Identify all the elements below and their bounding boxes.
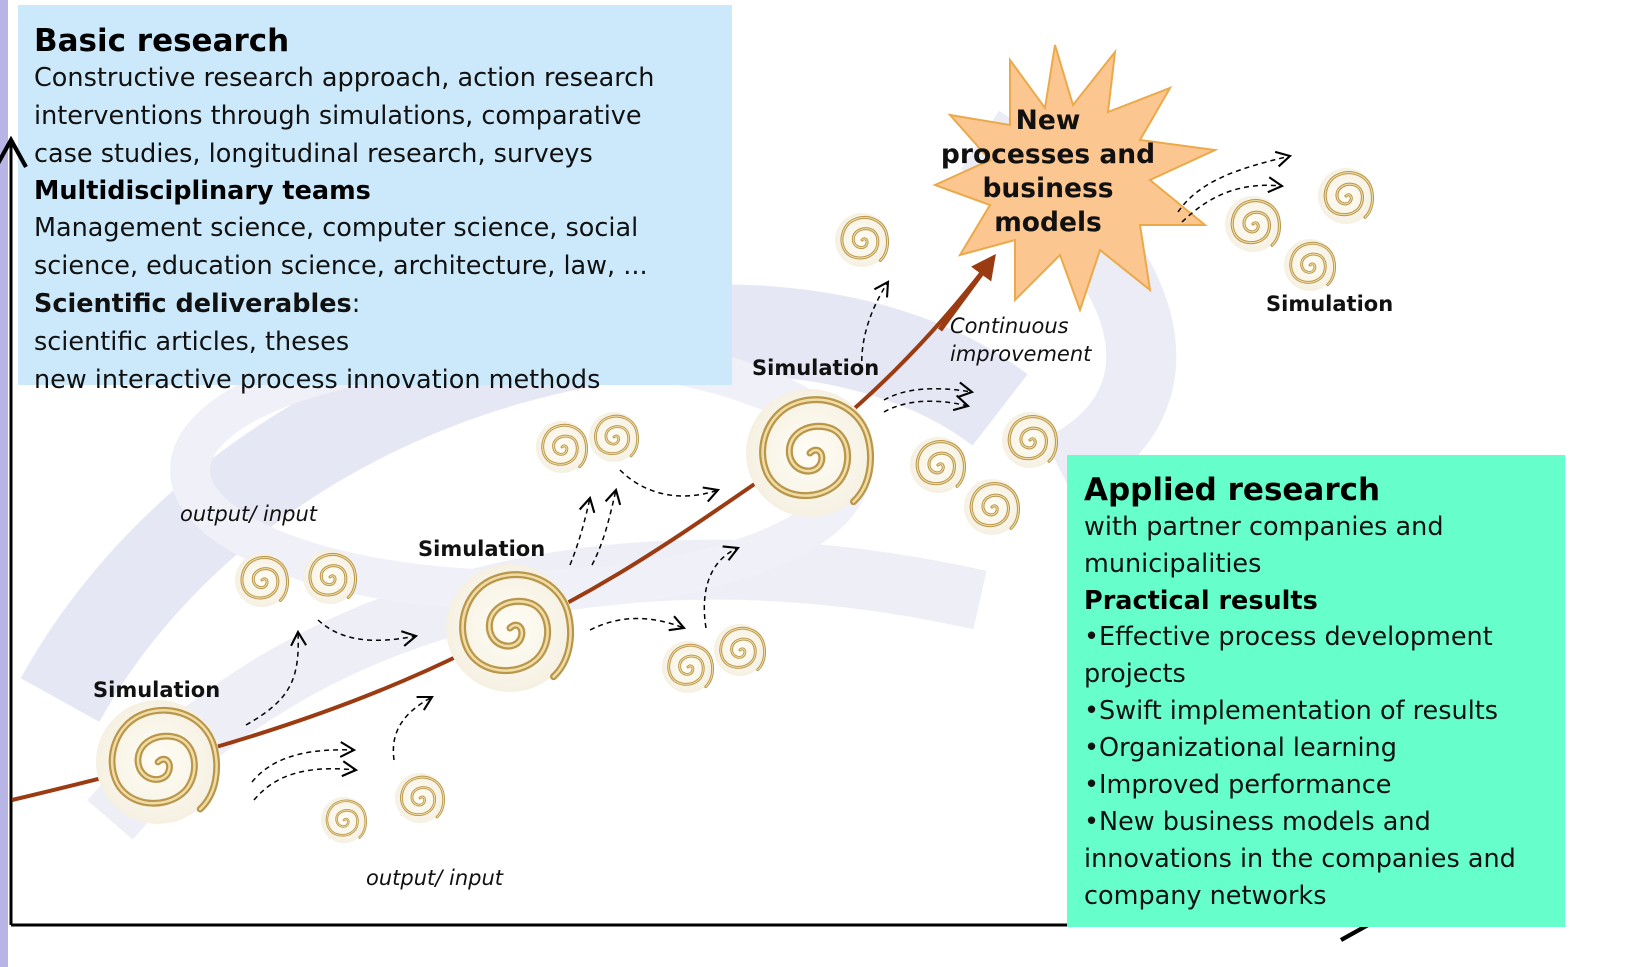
result-item: projects	[1084, 659, 1186, 689]
result-item: •Effective process development	[1084, 622, 1493, 652]
result-item: company networks	[1084, 881, 1327, 911]
spiral-icon	[233, 551, 291, 609]
dashed-arrow-icon	[1177, 150, 1293, 213]
basic-research-title: Basic research	[34, 23, 290, 59]
dashed-arrow-icon	[591, 487, 622, 566]
deliverables-colon: :	[351, 289, 361, 319]
simulation-label: Simulation	[93, 678, 221, 702]
deliverables-line: scientific articles, theses	[34, 327, 350, 357]
practical-results-heading: Practical results	[1084, 586, 1318, 616]
continuous-improvement-arrow-icon	[937, 253, 996, 332]
teams-line: science, education science, architecture…	[34, 251, 648, 281]
simulation-label: Simulation	[1266, 292, 1394, 316]
teams-line: Management science, computer science, so…	[34, 213, 639, 243]
new-processes-label: New processes and business models	[928, 104, 1168, 240]
basic-research-box: Basic research Constructive research app…	[18, 5, 732, 395]
star-burst-icon	[932, 44, 1219, 314]
spiral-icon	[746, 389, 874, 517]
star-line: New	[1015, 105, 1081, 136]
spiral-icon	[446, 564, 574, 692]
continuous-line: Continuous	[950, 314, 1069, 338]
spiral-icon	[1282, 237, 1338, 293]
dashed-arrow-icon	[861, 280, 890, 371]
spiral-icon	[660, 639, 716, 695]
deliverables-line: new interactive process innovation metho…	[34, 365, 601, 395]
continuous-line: improvement	[950, 342, 1092, 366]
dashed-arrow-icon	[703, 545, 740, 629]
partners-line: municipalities	[1084, 549, 1262, 579]
spiral-icon	[908, 435, 968, 495]
dashed-arrow-icon	[392, 695, 434, 761]
left-accent-bar	[0, 0, 8, 967]
spiral-icon	[301, 548, 359, 606]
result-item: •Improved performance	[1084, 770, 1392, 800]
spiral-icon	[1223, 194, 1283, 254]
methods-line: Constructive research approach, action r…	[34, 63, 655, 93]
star-line: processes and	[940, 139, 1156, 170]
applied-research-title: Applied research	[1084, 472, 1381, 508]
spiral-icon	[712, 622, 768, 678]
spiral-icon	[587, 410, 641, 464]
spiral-icon	[534, 419, 590, 475]
dashed-arrow-icon	[253, 760, 359, 801]
progress-curve	[11, 260, 992, 802]
simulation-label: Simulation	[418, 537, 546, 561]
dashed-arrow-icon	[1181, 176, 1285, 223]
output-input-label: output/ input	[366, 866, 504, 890]
spiral-icon	[96, 700, 220, 824]
deliverables-heading-row: Scientific deliverables:	[34, 285, 732, 323]
result-item: •Swift implementation of results	[1084, 696, 1499, 726]
result-item: innovations in the companies and	[1084, 844, 1516, 874]
methods-line: interventions through simulations, compa…	[34, 101, 642, 131]
spiral-icon	[962, 477, 1022, 537]
spiral-icon	[1316, 166, 1376, 226]
deliverables-heading: Scientific deliverables	[34, 289, 352, 319]
dashed-arrow-icon	[589, 615, 687, 632]
star-line: models	[994, 207, 1102, 238]
spiral-icon	[319, 795, 369, 845]
spiral-icon	[1000, 410, 1060, 470]
dashed-arrow-icon	[883, 394, 971, 413]
spiral-icon	[833, 211, 891, 269]
methods-line: case studies, longitudinal research, sur…	[34, 139, 593, 169]
dashed-arrow-icon	[251, 741, 357, 783]
dashed-arrow-icon	[317, 619, 419, 647]
result-item: •New business models and	[1084, 807, 1431, 837]
applied-research-box: Applied research with partner companies …	[1067, 455, 1565, 927]
simulation-label: Simulation	[752, 356, 880, 380]
partners-line: with partner companies and	[1084, 512, 1444, 542]
dashed-arrow-icon	[245, 629, 307, 726]
dashed-arrow-icon	[883, 381, 975, 401]
teams-heading: Multidisciplinary teams	[34, 176, 371, 206]
continuous-improvement-label: Continuous improvement	[950, 312, 1091, 368]
dashed-arrow-icon	[619, 469, 721, 503]
output-input-label: output/ input	[180, 502, 318, 526]
dashed-arrow-icon	[569, 495, 596, 566]
spiral-icon	[393, 771, 447, 825]
result-item: •Organizational learning	[1084, 733, 1397, 763]
star-line: business	[982, 173, 1114, 204]
